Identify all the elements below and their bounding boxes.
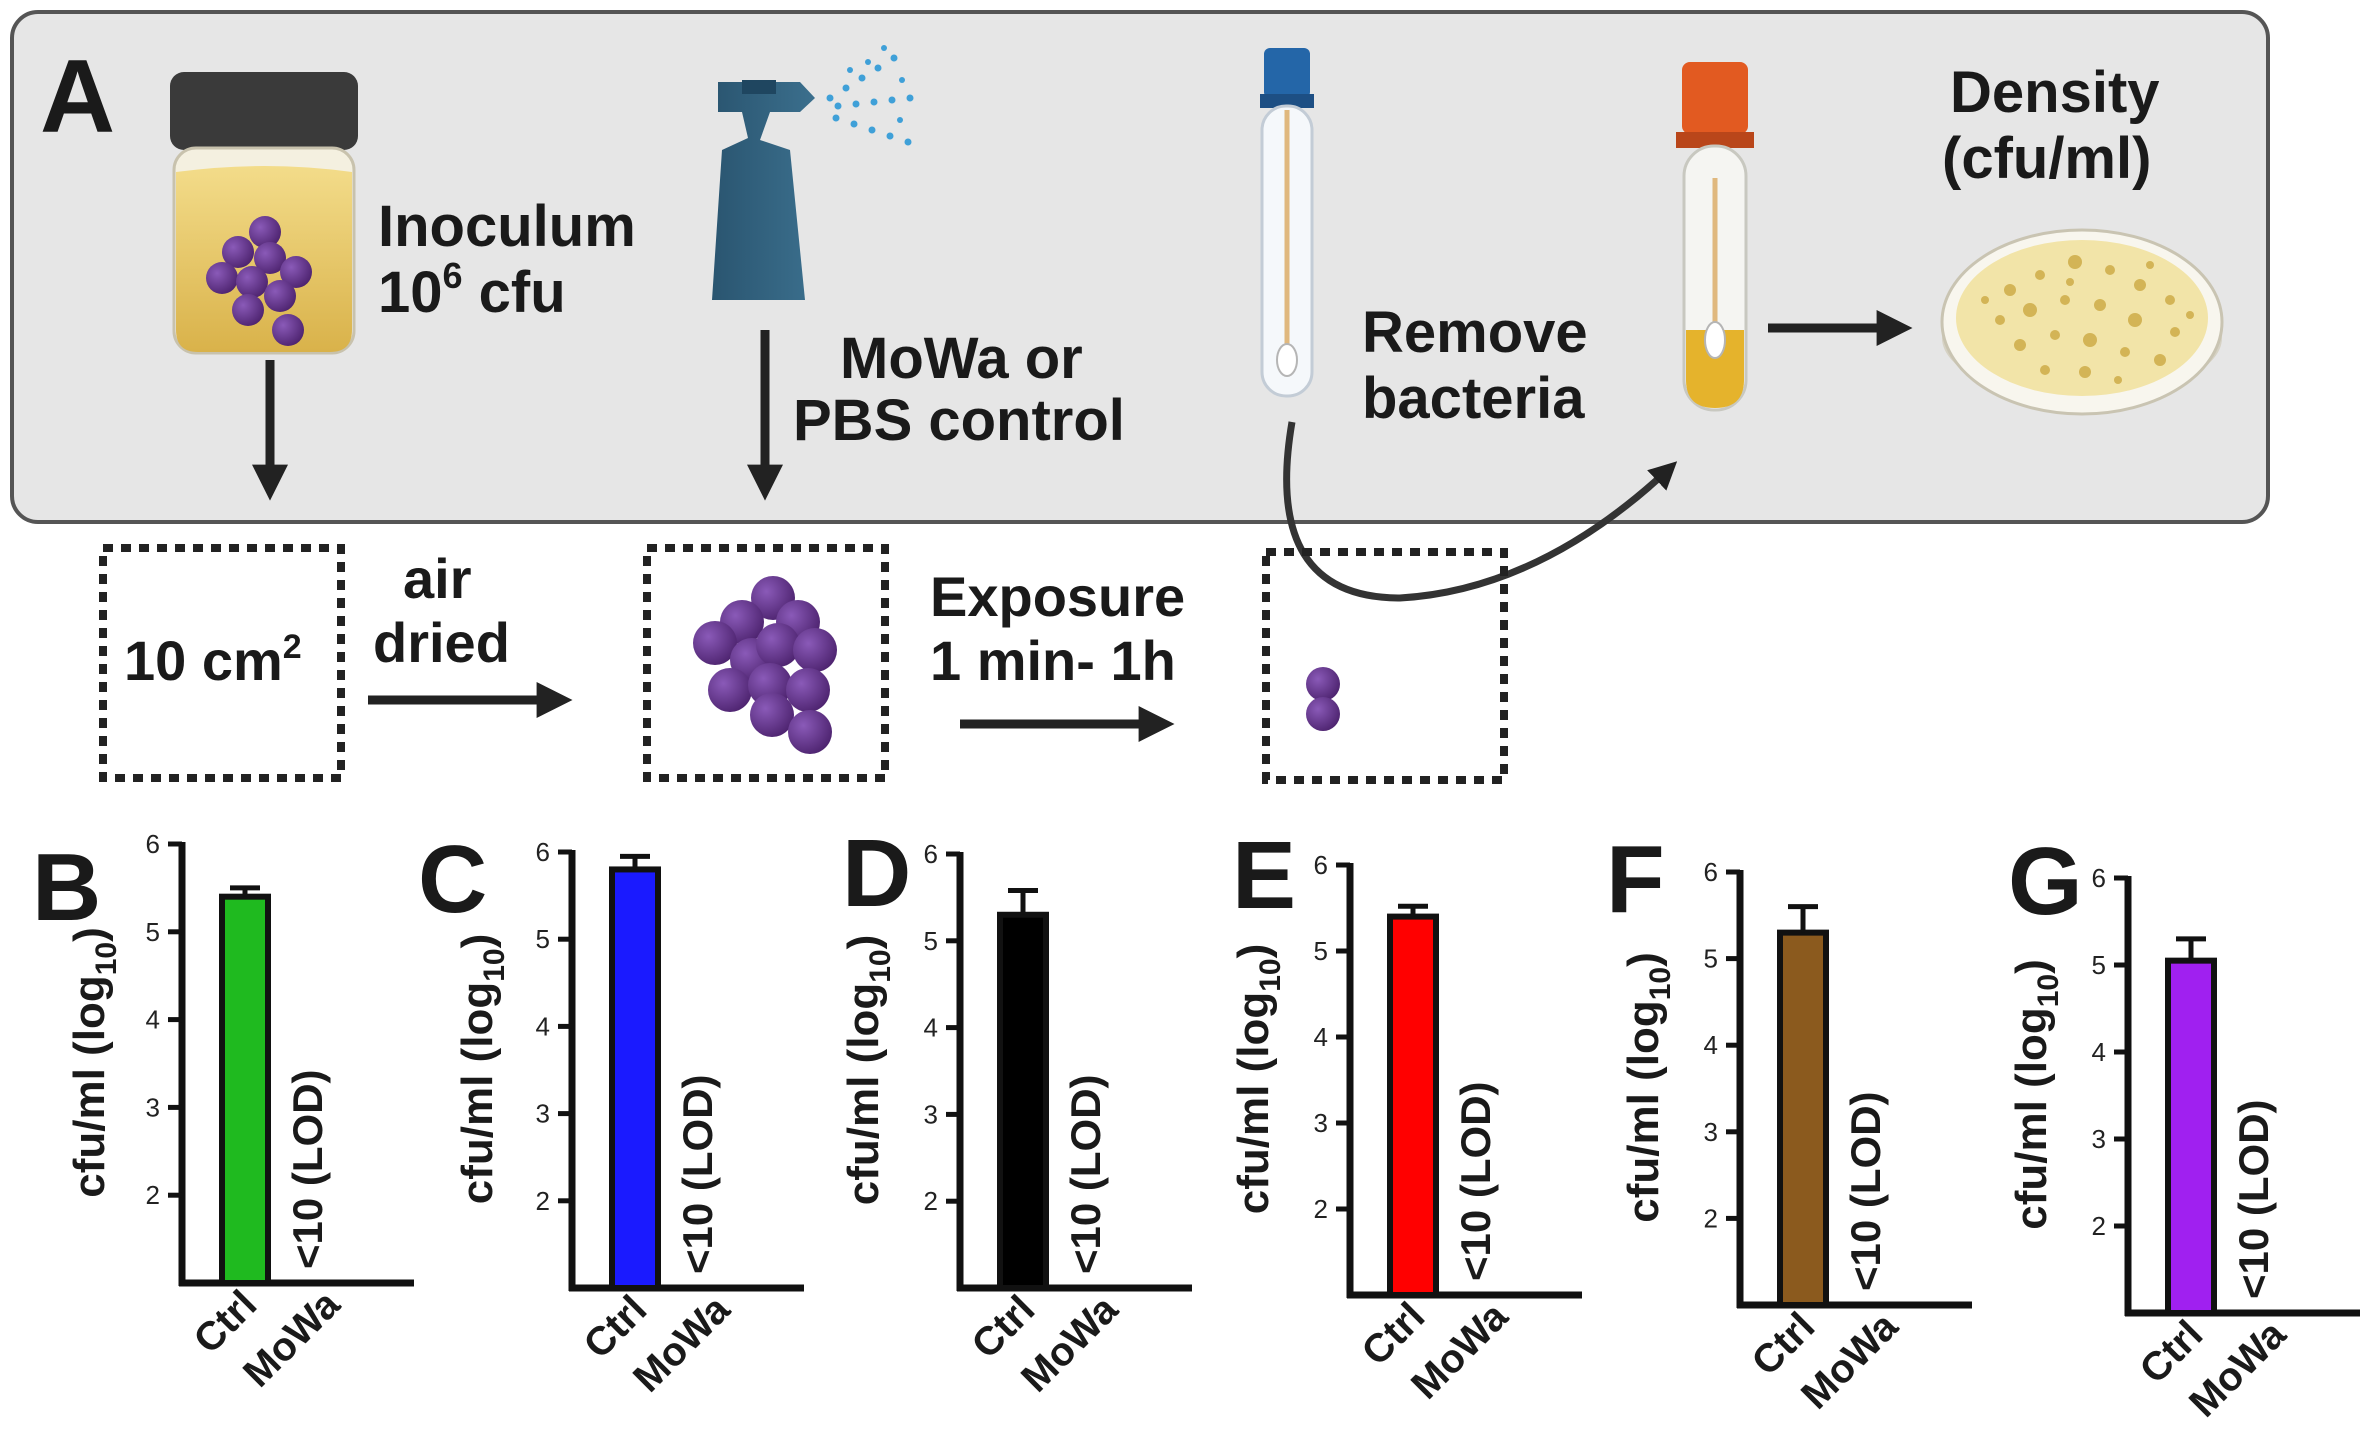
- residual-bacteria-icon: [1306, 667, 1340, 731]
- bar-ctrl-g: [2165, 957, 2217, 1317]
- y-tick-label-d: 6: [924, 839, 938, 869]
- remove-label-line1: Remove: [1362, 300, 1588, 365]
- inoculum-label: Inoculum: [378, 194, 636, 259]
- y-tick-label-b: 5: [146, 917, 160, 947]
- spray-label-line2: PBS control: [793, 388, 1125, 453]
- y-axis-label-c: cfu/ml (log10): [453, 934, 511, 1204]
- inoculum-jar-icon: [170, 72, 358, 355]
- y-tick-label-c: 2: [536, 1186, 550, 1216]
- surface-box-after: [1262, 548, 1508, 784]
- y-tick-label-e: 2: [1314, 1194, 1328, 1224]
- bar-ctrl-e: [1387, 913, 1439, 1298]
- y-tick-label-e: 3: [1314, 1108, 1328, 1138]
- panel-letter-g: G: [2008, 828, 2083, 935]
- panel-letter-a: A: [40, 39, 115, 155]
- y-tick-label-e: 5: [1314, 936, 1328, 966]
- y-axis-label-d: cfu/ml (log10): [839, 935, 897, 1205]
- remove-label-line2: bacteria: [1362, 366, 1585, 431]
- air-dried-label-line2: dried: [373, 611, 510, 674]
- exposure-label-line1: Exposure: [930, 565, 1185, 628]
- y-tick-label-b: 2: [146, 1180, 160, 1210]
- air-dried-label-line1: air: [403, 547, 472, 610]
- y-tick-label-f: 6: [1704, 857, 1718, 887]
- y-tick-label-e: 6: [1314, 850, 1328, 880]
- lod-annotation-f: <10 (LOD): [1842, 1091, 1889, 1291]
- spray-label-line1: MoWa or: [840, 326, 1083, 391]
- lod-annotation-e: <10 (LOD): [1452, 1081, 1499, 1281]
- lod-annotation-d: <10 (LOD): [1062, 1074, 1109, 1274]
- y-tick-label-c: 5: [536, 924, 550, 954]
- swab-tube-blue-icon: [1260, 48, 1314, 398]
- y-tick-label-d: 2: [924, 1186, 938, 1216]
- density-label-line1: Density: [1950, 60, 2160, 125]
- lod-annotation-b: <10 (LOD): [284, 1069, 331, 1269]
- y-tick-label-c: 3: [536, 1099, 550, 1129]
- density-label-line2: (cfu/ml): [1942, 126, 2151, 191]
- category-label-mowa-e: MoWa: [1403, 1294, 1517, 1408]
- bar-ctrl-b: [219, 893, 271, 1286]
- exposure-label-line2: 1 min- 1h: [930, 629, 1176, 692]
- y-tick-label-b: 6: [146, 829, 160, 859]
- bar-ctrl-c: [609, 866, 661, 1291]
- y-tick-label-f: 5: [1704, 944, 1718, 974]
- y-tick-label-c: 6: [536, 837, 550, 867]
- panel-letter-c: C: [418, 826, 487, 933]
- y-tick-label-g: 3: [2092, 1124, 2106, 1154]
- panel-letter-f: F: [1606, 826, 1665, 933]
- y-tick-label-g: 2: [2092, 1211, 2106, 1241]
- category-label-mowa-f: MoWa: [1793, 1304, 1907, 1418]
- y-tick-label-d: 5: [924, 926, 938, 956]
- y-tick-label-f: 4: [1704, 1030, 1718, 1060]
- y-tick-label-f: 2: [1704, 1203, 1718, 1233]
- y-tick-label-d: 4: [924, 1013, 938, 1043]
- y-tick-label-b: 4: [146, 1005, 160, 1035]
- y-tick-label-g: 6: [2092, 863, 2106, 893]
- bar-ctrl-d: [997, 911, 1049, 1291]
- petri-dish-icon: [1940, 228, 2224, 416]
- surface-area-label: 10 cm2: [124, 628, 302, 692]
- spray-bottle-icon: [712, 45, 914, 300]
- y-tick-label-c: 4: [536, 1011, 550, 1041]
- inoculum-dose-label: 106 cfu: [378, 255, 566, 325]
- panel-letter-e: E: [1232, 822, 1296, 929]
- category-label-mowa-g: MoWa: [2181, 1312, 2295, 1426]
- y-axis-label-e: cfu/ml (log10): [1229, 944, 1287, 1214]
- category-label-mowa-d: MoWa: [1013, 1287, 1127, 1401]
- y-tick-label-d: 3: [924, 1099, 938, 1129]
- y-tick-label-b: 3: [146, 1092, 160, 1122]
- panel-a: A Inoculum 106 cfu: [10, 10, 2270, 602]
- category-label-mowa-b: MoWa: [235, 1282, 349, 1396]
- surface-row: 10 cm2 air dried Exposure 1 min- 1h: [99, 544, 1508, 784]
- dried-bacteria-cluster-icon: [693, 576, 837, 754]
- lod-annotation-c: <10 (LOD): [674, 1074, 721, 1274]
- curved-arrow-swab-to-tube: [1283, 421, 1678, 602]
- sample-tube-orange-icon: [1676, 62, 1754, 412]
- panel-letter-b: B: [32, 834, 101, 941]
- y-axis-label-b: cfu/ml (log10): [65, 927, 123, 1197]
- y-tick-label-g: 4: [2092, 1037, 2106, 1067]
- panel-letter-d: D: [842, 820, 911, 927]
- y-tick-label-e: 4: [1314, 1022, 1328, 1052]
- y-tick-label-f: 3: [1704, 1117, 1718, 1147]
- category-label-mowa-c: MoWa: [625, 1287, 739, 1401]
- lod-annotation-g: <10 (LOD): [2230, 1099, 2277, 1299]
- bar-ctrl-f: [1777, 929, 1829, 1308]
- y-axis-label-f: cfu/ml (log10): [1619, 952, 1677, 1222]
- y-axis-label-g: cfu/ml (log10): [2007, 959, 2065, 1229]
- y-tick-label-g: 5: [2092, 950, 2106, 980]
